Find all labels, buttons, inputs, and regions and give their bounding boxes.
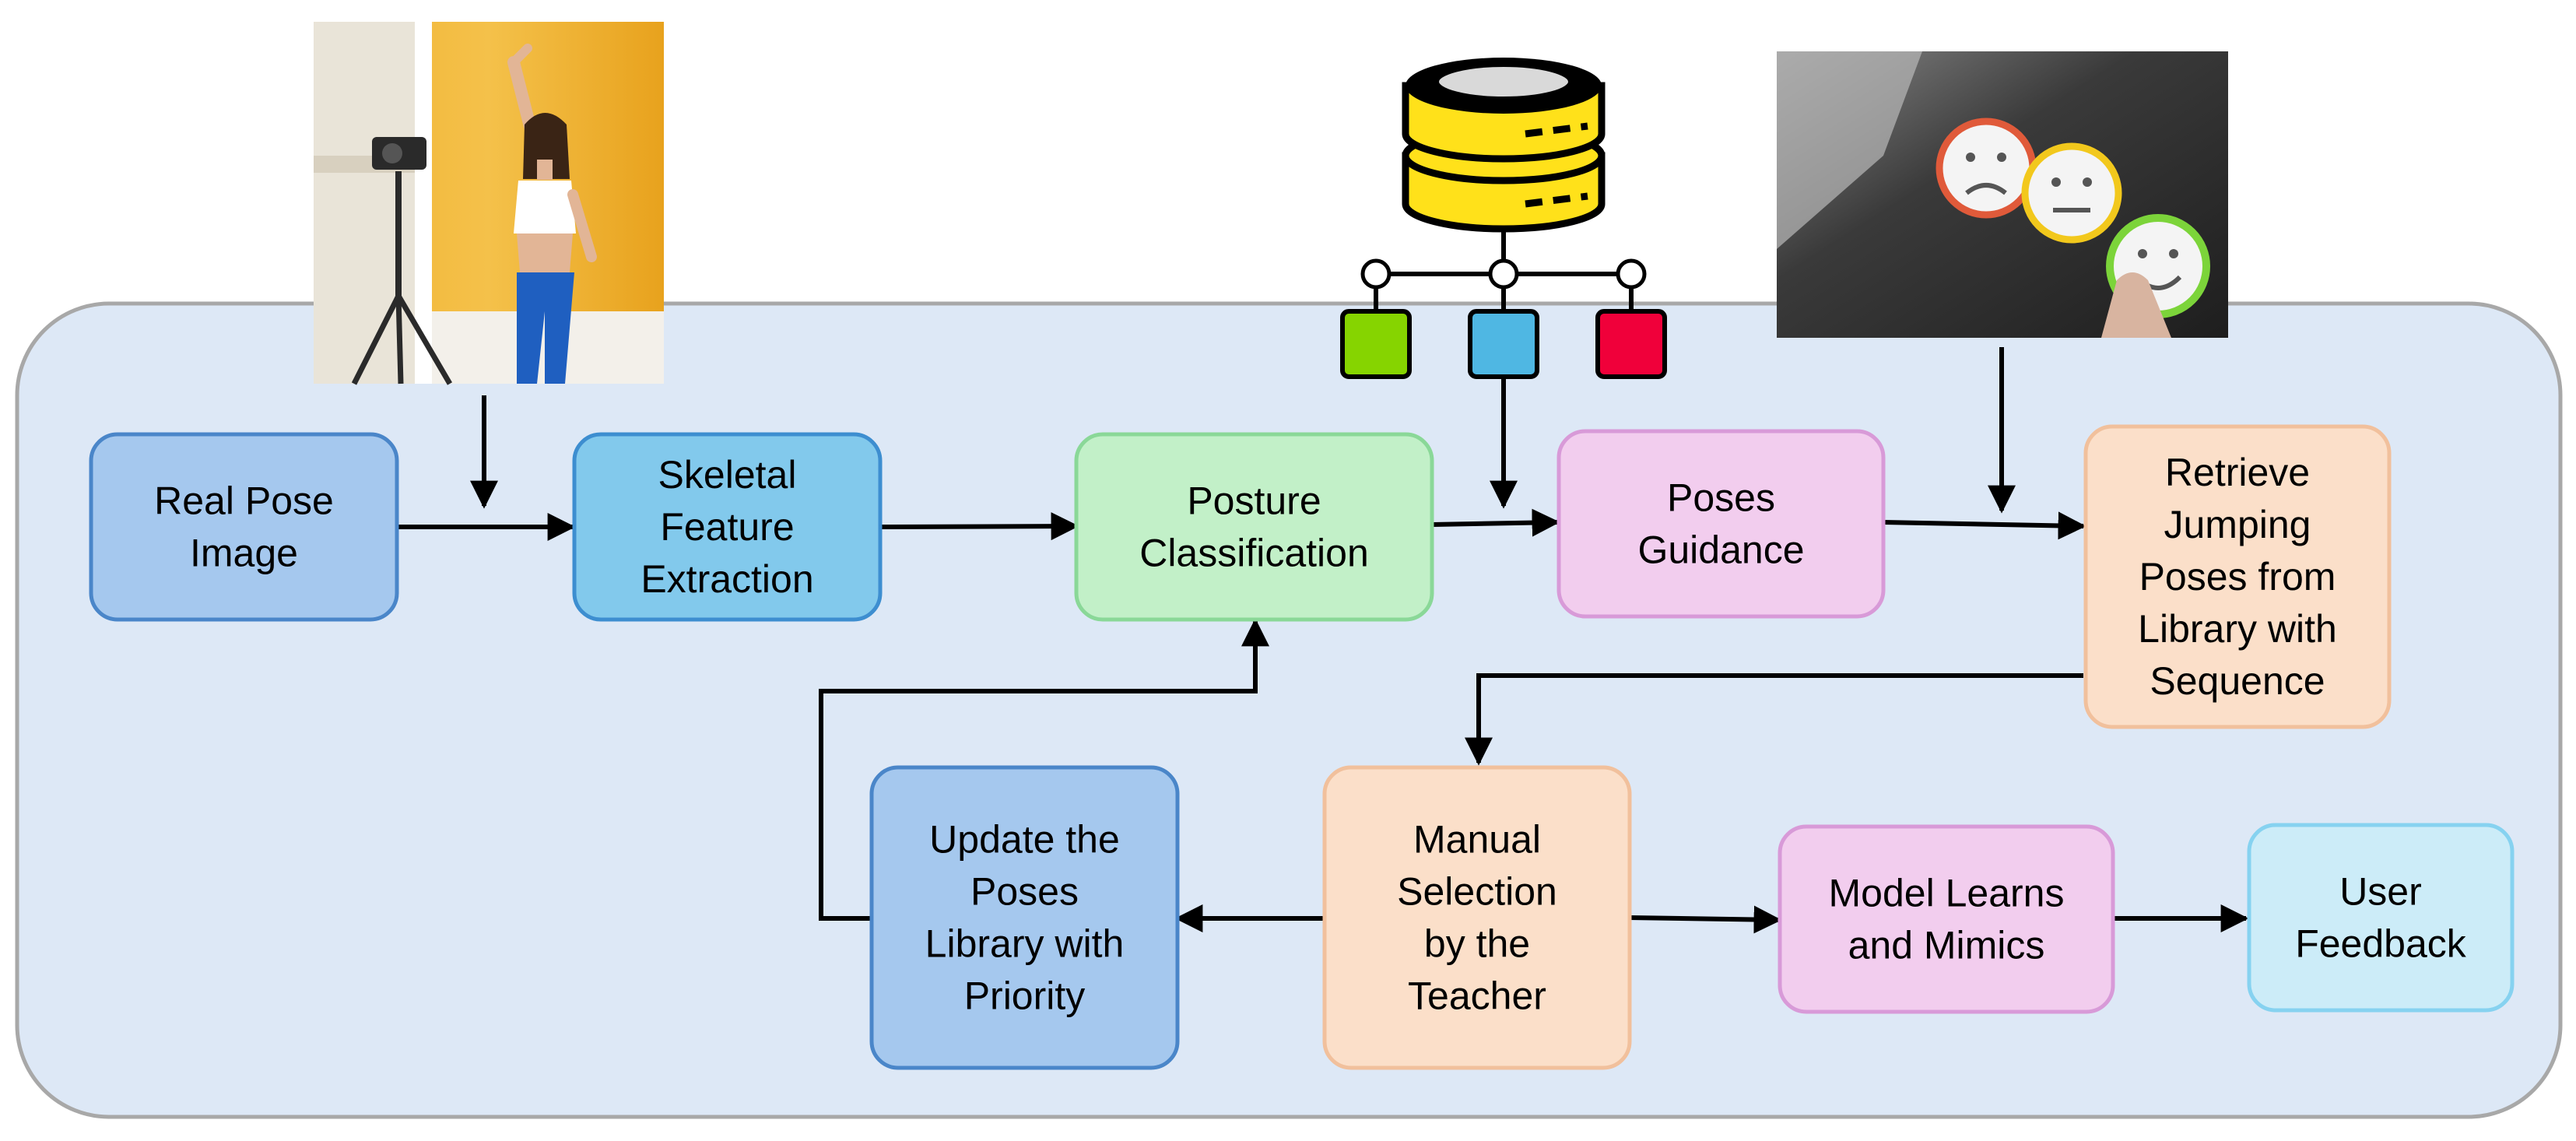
node-box <box>2247 823 2515 1013</box>
node-label-line: Retrieve <box>2165 451 2310 494</box>
node-box <box>89 432 399 622</box>
node-label-line: Guidance <box>1637 528 1804 572</box>
arrow-guidance-to-retrieve <box>1883 511 2086 540</box>
node-box <box>1074 432 1434 622</box>
node-label-line: Feature <box>660 505 794 549</box>
arrow-skeletal-to-posture <box>879 512 1079 541</box>
node-label-line: Image <box>190 532 298 575</box>
node-label-line: Library with <box>925 922 1125 966</box>
node-box <box>2083 424 2392 729</box>
arrow-posture-to-guidance <box>1431 508 1560 537</box>
node-label-line: and Mimics <box>1848 924 2045 967</box>
node-label-line: Manual <box>1413 818 1541 862</box>
node-label-line: Library with <box>2138 607 2337 651</box>
node-label-line: Poses from <box>2139 555 2336 599</box>
node-label-line: by the <box>1424 922 1530 966</box>
node-label-line: Update the <box>929 818 1120 862</box>
arrow-retrieve-to-manual <box>1465 673 2083 766</box>
node-label-line: Poses <box>1667 476 1775 520</box>
node-label-line: Extraction <box>640 557 813 601</box>
node-box <box>869 765 1180 1070</box>
node-label-line: Model Learns <box>1829 872 2065 915</box>
emoji-feedback-photo <box>1777 51 2228 338</box>
arrow-manual-to-model <box>1629 905 1782 934</box>
node-label-line: Poses <box>970 870 1079 914</box>
node-label-line: Priority <box>964 974 1086 1018</box>
node-box <box>572 432 883 622</box>
node-box <box>1322 765 1632 1070</box>
node-label-line: User <box>2339 870 2422 914</box>
node-label-line: Skeletal <box>658 453 797 497</box>
node-box <box>1778 824 2115 1014</box>
node-label-line: Classification <box>1139 532 1369 575</box>
arrows <box>397 347 2249 934</box>
node-label-line: Posture <box>1187 479 1321 523</box>
node-label-line: Sequence <box>2150 659 2325 703</box>
arrow-update-to-posture <box>819 618 1269 921</box>
node-model-learns: Model Learns and Mimics <box>1778 824 2115 1014</box>
dancer-with-camera-photo <box>314 22 664 385</box>
process-nodes: Real PoseImageSkeletalFeatureExtractionP… <box>89 424 2515 1070</box>
node-label-line: Feedback <box>2295 922 2467 966</box>
node-label-line: Teacher <box>1408 974 1546 1018</box>
node-box <box>1556 429 1886 619</box>
database-icon <box>1340 58 1667 379</box>
node-label-line: Selection <box>1397 870 1557 914</box>
node-label-line: Jumping <box>2164 503 2311 546</box>
node-label-line: Real Pose <box>154 479 334 523</box>
